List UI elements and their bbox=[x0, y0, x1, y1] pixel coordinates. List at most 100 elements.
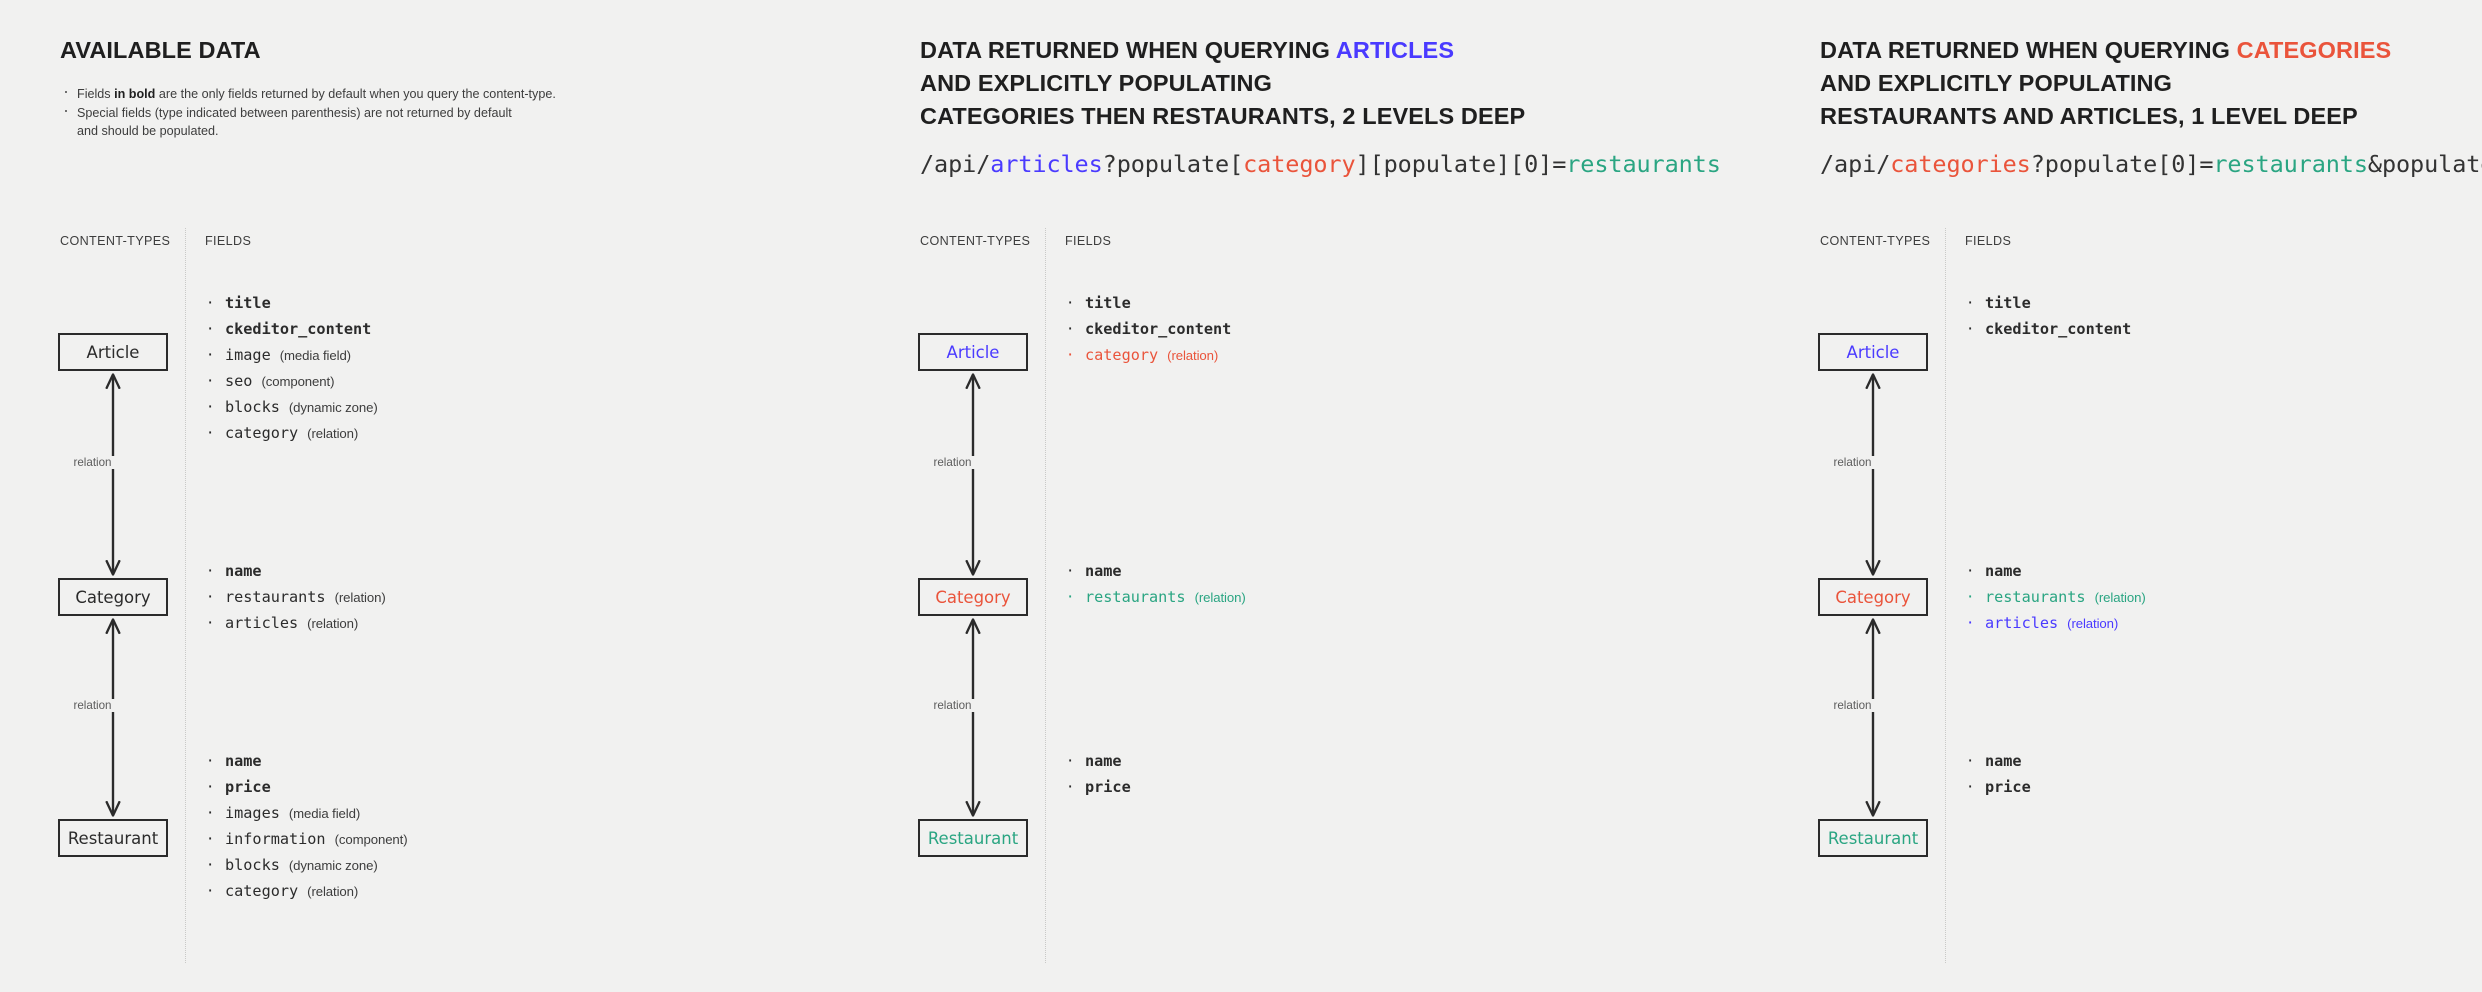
url-segment: ?populate[ bbox=[1102, 150, 1244, 178]
panel-available-data: AVAILABLE DATAFields in bold are the onl… bbox=[0, 0, 860, 992]
field-list: name price images(media field) information (… bbox=[205, 748, 825, 904]
field-list: namerestaurants(relation) bbox=[1065, 558, 1685, 610]
panel-heading-querying-categories: DATA RETURNED WHEN QUERYING CATEGORIES AN… bbox=[1820, 34, 2482, 133]
field-type: (component) bbox=[261, 374, 335, 389]
field-item: image (media field) bbox=[205, 342, 825, 368]
panel-title-line: AND EXPLICITLY POPULATING bbox=[920, 70, 1272, 96]
field-name: name bbox=[1985, 562, 2022, 580]
field-name: name bbox=[1085, 752, 1122, 770]
panel-title-line: CATEGORIES THEN RESTAURANTS, 2 LEVELS DE… bbox=[920, 103, 1526, 129]
field-group-category: name restaurants (relation) articles (relati… bbox=[1965, 558, 2482, 636]
field-name: ckeditor_content bbox=[225, 320, 372, 338]
field-list: title ckeditor_contentimage (media field) s… bbox=[205, 290, 825, 446]
node-box-restaurant[interactable]: Restaurant bbox=[1818, 819, 1928, 857]
field-type: (dynamic zone) bbox=[288, 400, 378, 415]
field-type: (component) bbox=[334, 832, 408, 847]
column-label-content-types: CONTENT-TYPES bbox=[920, 234, 1031, 248]
field-list: name price bbox=[1065, 748, 1685, 800]
field-list: namerestaurants(relation)articles(relati… bbox=[205, 558, 825, 636]
node-box-category[interactable]: Category bbox=[1818, 578, 1928, 616]
field-group-restaurant: name price bbox=[1965, 748, 2482, 800]
panel-heading-available-data: AVAILABLE DATA Fields in bold are the onl… bbox=[60, 34, 890, 141]
node-box-article[interactable]: Article bbox=[1818, 333, 1928, 371]
relation-label-1: relation bbox=[0, 699, 185, 712]
panel-title-line: AND EXPLICITLY POPULATING bbox=[1820, 70, 2172, 96]
field-name: category bbox=[225, 882, 299, 900]
panel-title-line: RESTAURANTS AND ARTICLES, 1 LEVEL DEEP bbox=[1820, 103, 2358, 129]
field-name: restaurants bbox=[225, 588, 326, 606]
panel-title-line: DATA RETURNED WHEN QUERYING ARTICLES bbox=[920, 34, 1750, 67]
column-label-content-types: CONTENT-TYPES bbox=[60, 234, 171, 248]
field-item: category (relation) bbox=[205, 878, 825, 904]
field-name: restaurants bbox=[1985, 588, 2086, 606]
note-item: Fields in bold are the only fields retur… bbox=[60, 82, 890, 104]
field-name: articles bbox=[1985, 614, 2059, 632]
url-segment: /api/ bbox=[920, 150, 991, 178]
field-type: (dynamic zone) bbox=[288, 858, 378, 873]
field-name: name bbox=[1985, 752, 2022, 770]
url-segment: category bbox=[1243, 150, 1356, 178]
field-name: category bbox=[225, 424, 299, 442]
note-item: Special fields (type indicated between p… bbox=[60, 101, 890, 141]
node-box-restaurant[interactable]: Restaurant bbox=[58, 819, 168, 857]
panel-querying-categories: DATA RETURNED WHEN QUERYING CATEGORIES AN… bbox=[1760, 0, 2482, 992]
field-group-restaurant: name price bbox=[1065, 748, 1685, 800]
field-name: price bbox=[225, 778, 271, 796]
field-item: price bbox=[1965, 774, 2482, 800]
field-list: titleckeditor_content bbox=[1965, 290, 2482, 342]
node-box-category[interactable]: Category bbox=[58, 578, 168, 616]
field-type: (relation) bbox=[307, 616, 359, 631]
column-divider bbox=[185, 228, 187, 963]
node-box-restaurant[interactable]: Restaurant bbox=[918, 819, 1028, 857]
relation-label-0: relation bbox=[0, 456, 185, 469]
field-item: name bbox=[1065, 748, 1685, 774]
field-list: name restaurants (relation) articles (relati… bbox=[1965, 558, 2482, 636]
node-box-article[interactable]: Article bbox=[918, 333, 1028, 371]
field-type: (relation) bbox=[307, 426, 359, 441]
field-item: name bbox=[205, 748, 825, 774]
api-url: /api/categories?populate[0]=restaurants&… bbox=[1820, 150, 2482, 178]
column-label-fields: FIELDS bbox=[205, 234, 252, 248]
url-segment: categories bbox=[1890, 150, 2031, 178]
field-name: title bbox=[1085, 294, 1131, 312]
field-item: title bbox=[205, 290, 825, 316]
field-item: name bbox=[1965, 558, 2482, 584]
field-item: images(media field) bbox=[205, 800, 825, 826]
field-type: (relation) bbox=[2067, 616, 2119, 631]
field-type: (relation) bbox=[307, 884, 359, 899]
node-box-category[interactable]: Category bbox=[918, 578, 1028, 616]
field-type: (relation) bbox=[2094, 590, 2146, 605]
field-group-category: namerestaurants(relation)articles(relati… bbox=[205, 558, 825, 636]
panel-title-line: DATA RETURNED WHEN QUERYING CATEGORIES bbox=[1820, 34, 2482, 67]
relation-label-1: relation bbox=[860, 699, 1045, 712]
field-group-article: titleckeditor_contentcategory(relation) bbox=[1065, 290, 1685, 368]
panel-title-line: AVAILABLE DATA bbox=[60, 37, 261, 63]
node-box-article[interactable]: Article bbox=[58, 333, 168, 371]
field-item: blocks(dynamic zone) bbox=[205, 394, 825, 420]
relation-label-0: relation bbox=[1760, 456, 1945, 469]
field-name: image bbox=[225, 346, 271, 364]
field-item: ckeditor_content bbox=[205, 316, 825, 342]
field-name: information bbox=[225, 830, 326, 848]
column-label-content-types: CONTENT-TYPES bbox=[1820, 234, 1931, 248]
url-segment: restaurants bbox=[1566, 150, 1721, 178]
field-type: (media field) bbox=[279, 348, 351, 363]
field-name: blocks bbox=[225, 856, 280, 874]
field-item: information (component) bbox=[205, 826, 825, 852]
field-name: category bbox=[1085, 346, 1159, 364]
panel-heading-querying-articles: DATA RETURNED WHEN QUERYING ARTICLES AND … bbox=[920, 34, 1750, 133]
field-item: blocks (dynamic zone) bbox=[205, 852, 825, 878]
field-name: name bbox=[1085, 562, 1122, 580]
field-list: name price bbox=[1965, 748, 2482, 800]
field-item: category(relation) bbox=[1065, 342, 1685, 368]
field-item: category (relation) bbox=[205, 420, 825, 446]
url-segment: /api/ bbox=[1820, 150, 1891, 178]
field-item: price bbox=[1065, 774, 1685, 800]
field-item: ckeditor_content bbox=[1965, 316, 2482, 342]
field-item: seo(component) bbox=[205, 368, 825, 394]
url-segment: articles bbox=[990, 150, 1103, 178]
title-text: DATA RETURNED WHEN QUERYING bbox=[920, 37, 1336, 63]
field-type: (relation) bbox=[1194, 590, 1246, 605]
